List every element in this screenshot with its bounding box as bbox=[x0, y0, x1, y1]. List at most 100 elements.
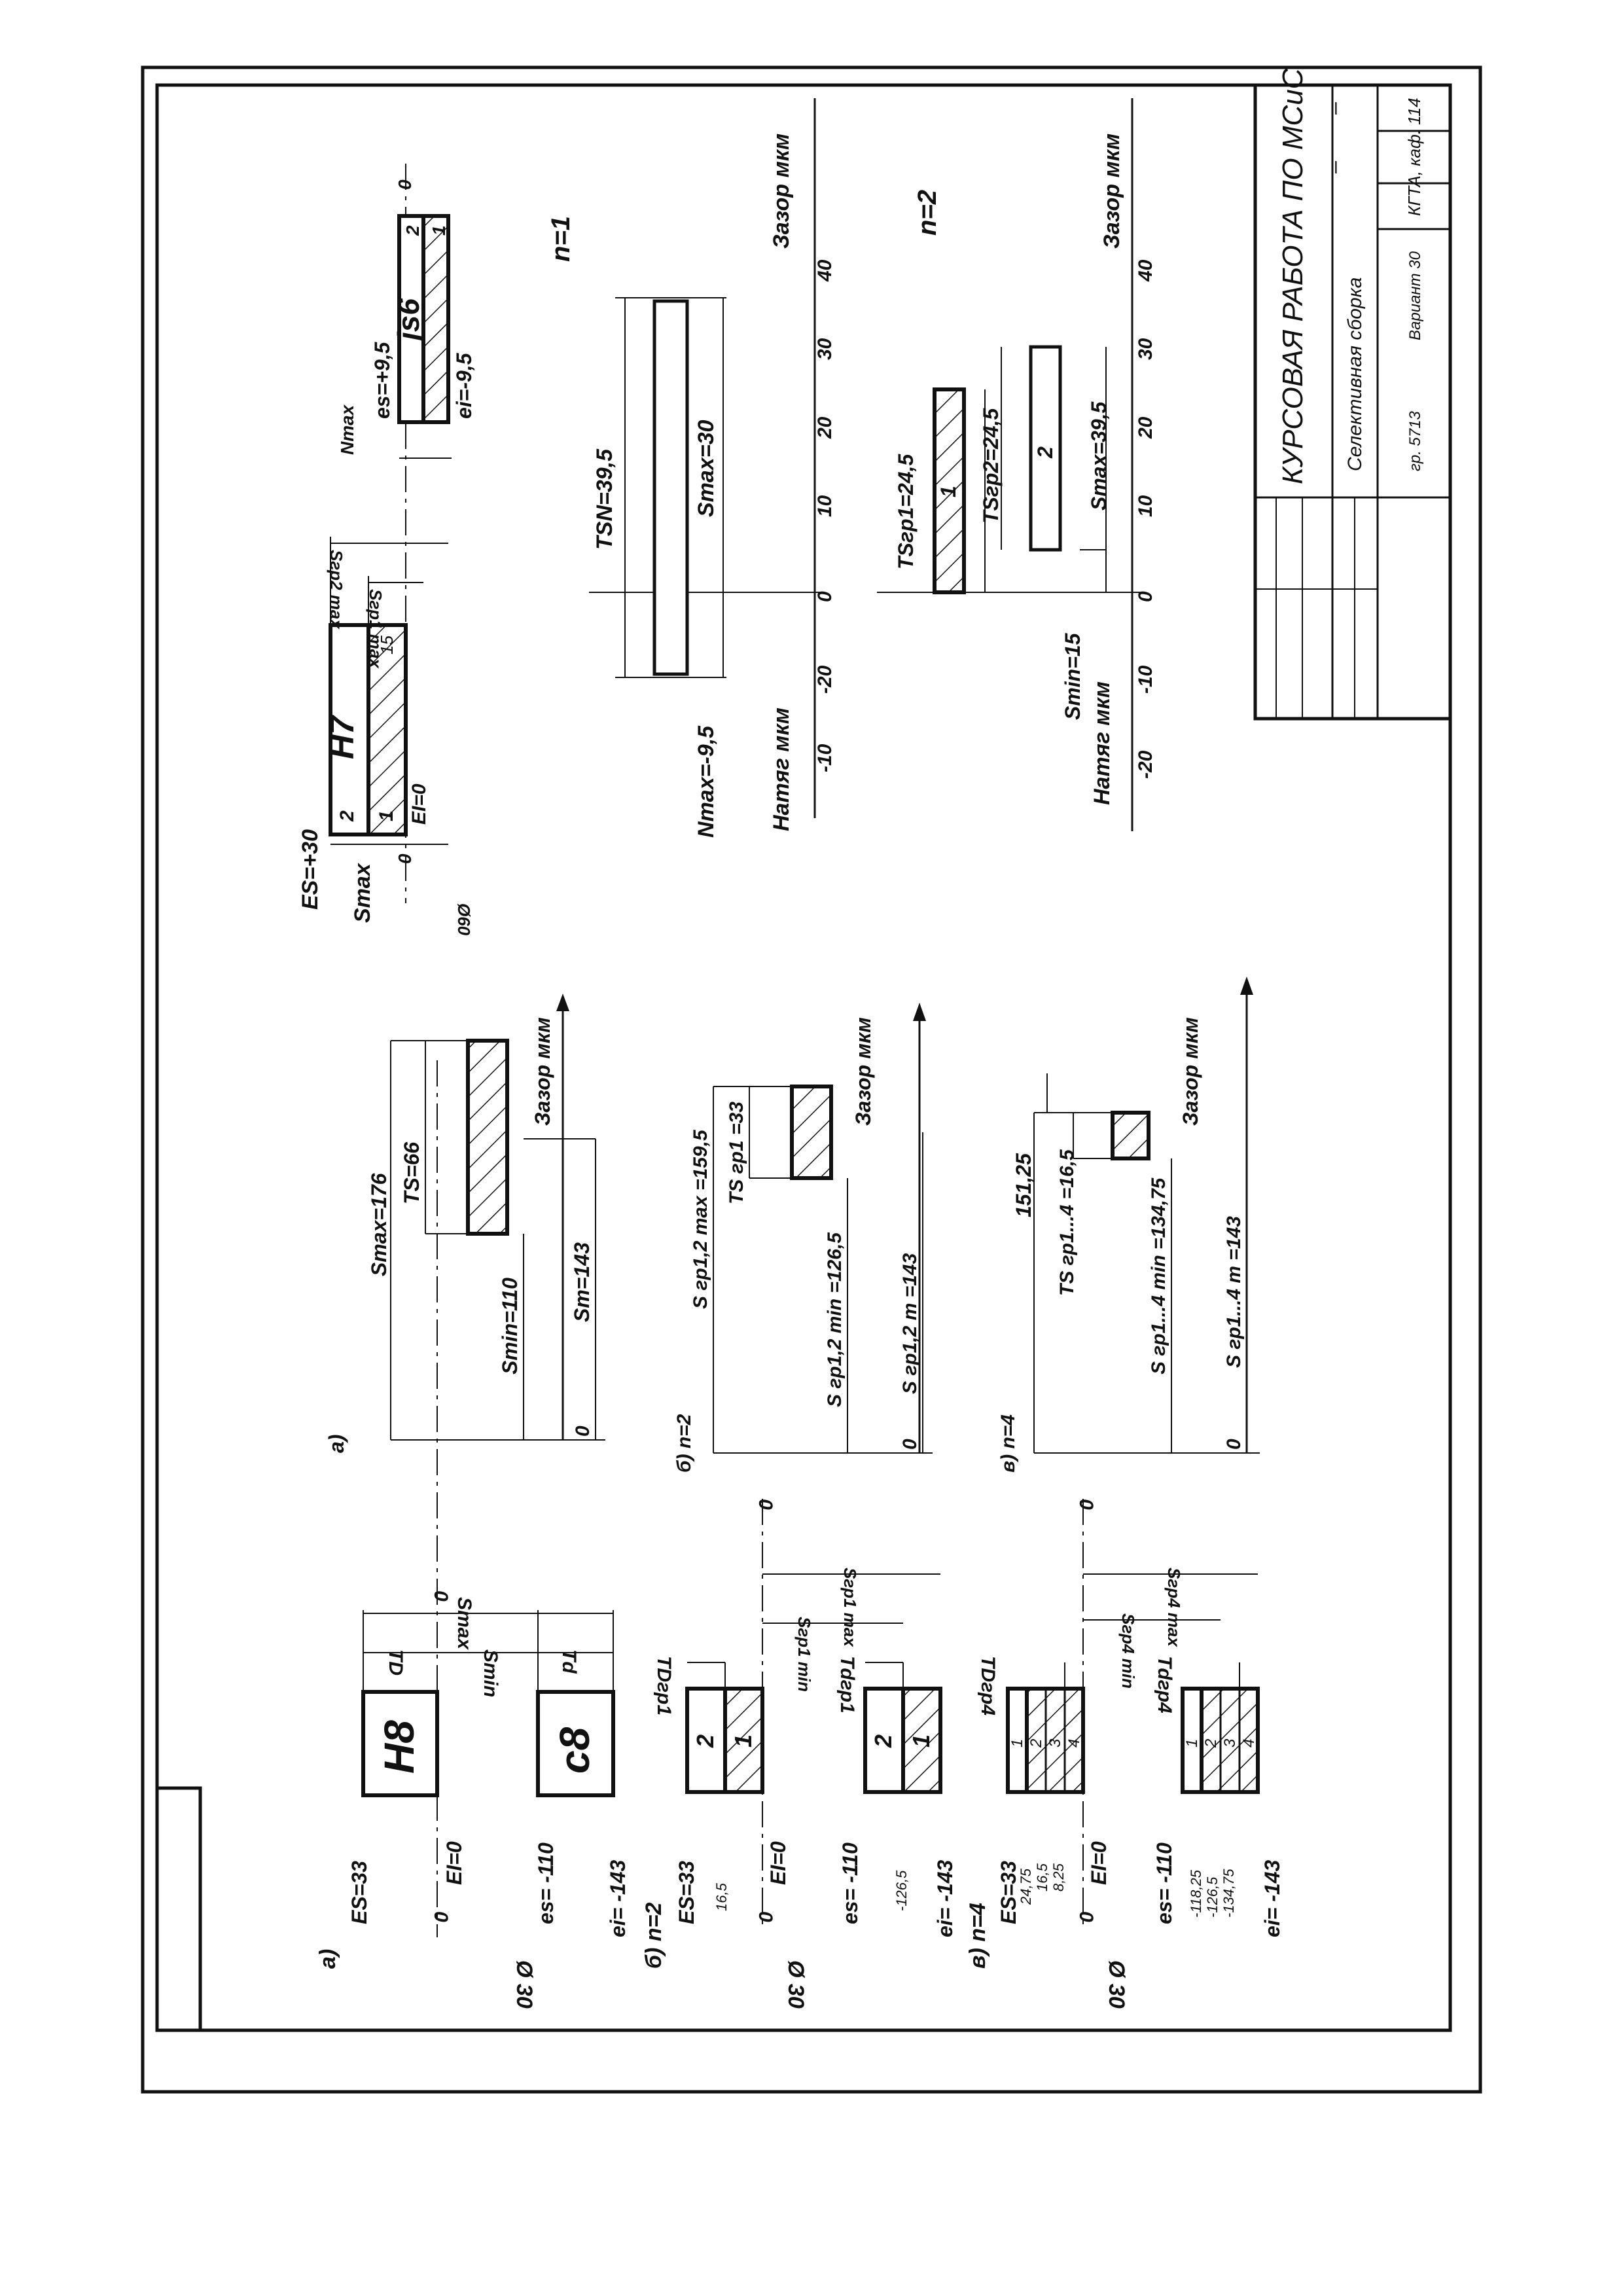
left-c-shaft-v1: -118,25 bbox=[1188, 1869, 1204, 1918]
n1-nmax: Nmax=-9,5 bbox=[694, 725, 719, 838]
left-c-g4-hole: 4 bbox=[1065, 1739, 1083, 1748]
left-a-label: а) bbox=[315, 1949, 340, 1969]
mid-a-label: а) bbox=[325, 1435, 348, 1453]
clearance-field-a bbox=[466, 1039, 509, 1236]
right-hole-mid: 15 bbox=[377, 636, 397, 655]
n2-group1-field bbox=[933, 387, 966, 594]
mid-c-zero: 0 bbox=[1223, 1439, 1245, 1450]
hole-field-h8 bbox=[361, 1690, 439, 1797]
right-smax: Smax bbox=[350, 862, 375, 923]
left-b-label: б) n=2 bbox=[641, 1903, 666, 1969]
mid-b-diagram: б) n=2 S гр1,2 max =159,5 TS гр1 =33 S г… bbox=[673, 1003, 933, 1473]
left-c-hole-v1: 24,75 bbox=[1018, 1868, 1034, 1905]
org-text: КГТА, каф. 114 bbox=[1404, 98, 1424, 216]
inner-frame bbox=[155, 83, 1452, 2032]
left-c-ei-lower: EI=0 bbox=[1087, 1841, 1111, 1885]
n1-tick-0: 0 bbox=[814, 591, 836, 602]
left-c-g2-hole: 2 bbox=[1027, 1739, 1045, 1748]
left-b-g1-hole: 1 bbox=[730, 1734, 757, 1748]
left-c-zero-top: 0 bbox=[1075, 1499, 1097, 1510]
left-a-smax: Smax bbox=[454, 1597, 475, 1650]
shaft-field-c8 bbox=[536, 1690, 615, 1797]
left-c-td: TDгр4 bbox=[977, 1656, 999, 1715]
right-fit-diagram: ES=+30 Smax H7 15 2 1 EI=0 js6 2 1 es=+9… bbox=[298, 164, 476, 936]
left-c-diagram: в) n=4 1 2 3 4 1 2 3 4 ES=33 24,75 16,5 … bbox=[965, 1499, 1284, 2009]
dash-1: – bbox=[1322, 160, 1347, 174]
n1-tick-m20: -20 bbox=[814, 665, 836, 694]
n2-tick-30: 30 bbox=[1135, 338, 1156, 360]
n2-tick-m20: -20 bbox=[1135, 750, 1156, 779]
mid-b-ts: TS гр1 =33 bbox=[726, 1102, 747, 1204]
left-b-smax: Sгр1 max bbox=[840, 1568, 860, 1647]
n2-label: n=2 bbox=[913, 190, 942, 236]
title-block: КУРСОВАЯ РАБОТА ПО МСиС Селективная сбор… bbox=[1253, 67, 1452, 721]
left-c-g1-hole: 1 bbox=[1008, 1739, 1026, 1748]
mid-a-axis: Зазор мкм bbox=[531, 1017, 554, 1126]
mid-b-smax: S гр1,2 max =159,5 bbox=[690, 1129, 711, 1309]
left-c-td-shaft: Tdгр4 bbox=[1154, 1656, 1175, 1713]
subtitle-text: Селективная сборка bbox=[1344, 278, 1366, 471]
n2-tick-0: 0 bbox=[1135, 591, 1156, 602]
left-c-g3-hole: 3 bbox=[1046, 1738, 1064, 1748]
left-b-td-shaft: Tdгр1 bbox=[836, 1656, 858, 1713]
left-a-es-upper: ES=33 bbox=[348, 1861, 371, 1924]
group-text: гр. 5713 bbox=[1406, 410, 1424, 471]
n2-g1: 1 bbox=[936, 486, 960, 497]
mid-c-label: в) n=4 bbox=[997, 1414, 1019, 1473]
left-c-es: es= -110 bbox=[1152, 1842, 1176, 1924]
left-c-es-upper: ES=33 bbox=[997, 1861, 1020, 1924]
left-b-mid-hole: 16,5 bbox=[713, 1882, 730, 1911]
left-c-smin: Sгр4 min bbox=[1118, 1613, 1138, 1689]
mid-b-axis: Зазор мкм bbox=[851, 1017, 875, 1126]
mid-a-smax: Smax=176 bbox=[367, 1173, 391, 1276]
right-ei: ei=-9,5 bbox=[452, 352, 476, 419]
n1-label: n=1 bbox=[546, 216, 575, 262]
left-b-g2-hole: 2 bbox=[692, 1734, 719, 1748]
left-c-g3-shaft: 3 bbox=[1221, 1738, 1239, 1748]
left-c-zero-bot: 0 bbox=[1075, 1911, 1097, 1922]
n2-diagram: n=2 TSгр1=24,5 TSгр2=24,5 1 2 Smax=39,5 … bbox=[877, 98, 1156, 831]
left-c-hole-v3: 8,25 bbox=[1050, 1863, 1067, 1892]
n2-group2-field bbox=[1029, 345, 1062, 552]
left-a-diam: Ø 30 bbox=[512, 1960, 537, 2009]
right-diam: Ø60 bbox=[454, 903, 474, 936]
variant-text: Вариант 30 bbox=[1406, 251, 1424, 340]
left-b-smin: Sгр1 min bbox=[794, 1617, 814, 1692]
mid-b-label: б) n=2 bbox=[673, 1414, 695, 1473]
n2-tick-20: 20 bbox=[1135, 416, 1156, 439]
title-text: КУРСОВАЯ РАБОТА ПО МСиС bbox=[1277, 67, 1309, 484]
left-c-shaft-v3: -134,75 bbox=[1221, 1869, 1237, 1918]
left-b-ei-lower: EI=0 bbox=[766, 1841, 790, 1885]
right-shaft-g1: 1 bbox=[429, 225, 449, 236]
left-a-ei: ei= -143 bbox=[606, 1859, 630, 1937]
n2-tick-40: 40 bbox=[1135, 259, 1156, 282]
right-hole-g2: 2 bbox=[336, 810, 358, 822]
mid-a-zero: 0 bbox=[572, 1426, 594, 1437]
n2-tick-m10: -10 bbox=[1135, 665, 1156, 694]
n1-tsn: TSN=39,5 bbox=[592, 448, 617, 550]
left-a-ei-lower: EI=0 bbox=[442, 1841, 466, 1885]
left-c-label: в) n=4 bbox=[965, 1903, 990, 1969]
n1-axis-pos: Зазор мкм bbox=[769, 134, 794, 249]
n2-ts2: TSгр2=24,5 bbox=[979, 408, 1003, 524]
right-es-upper: ES=+30 bbox=[298, 829, 323, 910]
right-h7: H7 bbox=[323, 714, 361, 759]
left-a-zero-top: 0 bbox=[430, 1590, 452, 1602]
left-b-td: TDгр1 bbox=[653, 1656, 675, 1715]
clearance-field-b bbox=[790, 1085, 833, 1180]
n1-tick-40: 40 bbox=[814, 259, 836, 282]
right-zero-top: 0 bbox=[395, 179, 415, 190]
left-c-g1-shaft: 1 bbox=[1183, 1739, 1201, 1748]
right-sgr1: Sгр1 max bbox=[366, 589, 385, 669]
n1-tick-30: 30 bbox=[814, 338, 836, 360]
n2-ts1: TSгр1=24,5 bbox=[894, 454, 918, 569]
mid-a-ts: TS=66 bbox=[400, 1142, 423, 1204]
n2-smin: Smin=15 bbox=[1061, 632, 1084, 720]
n1-tick-m10: -10 bbox=[814, 744, 836, 772]
left-a-diagram: а) H8 c8 ES=33 EI=0 es= -110 ei= -143 TD… bbox=[315, 1060, 630, 2009]
mid-b-smin: S гр1,2 min =126,5 bbox=[824, 1232, 846, 1407]
n1-field bbox=[652, 299, 689, 676]
mid-c-smax: 151,25 bbox=[1012, 1153, 1035, 1217]
left-c-smax: Sгр4 max bbox=[1164, 1568, 1184, 1647]
